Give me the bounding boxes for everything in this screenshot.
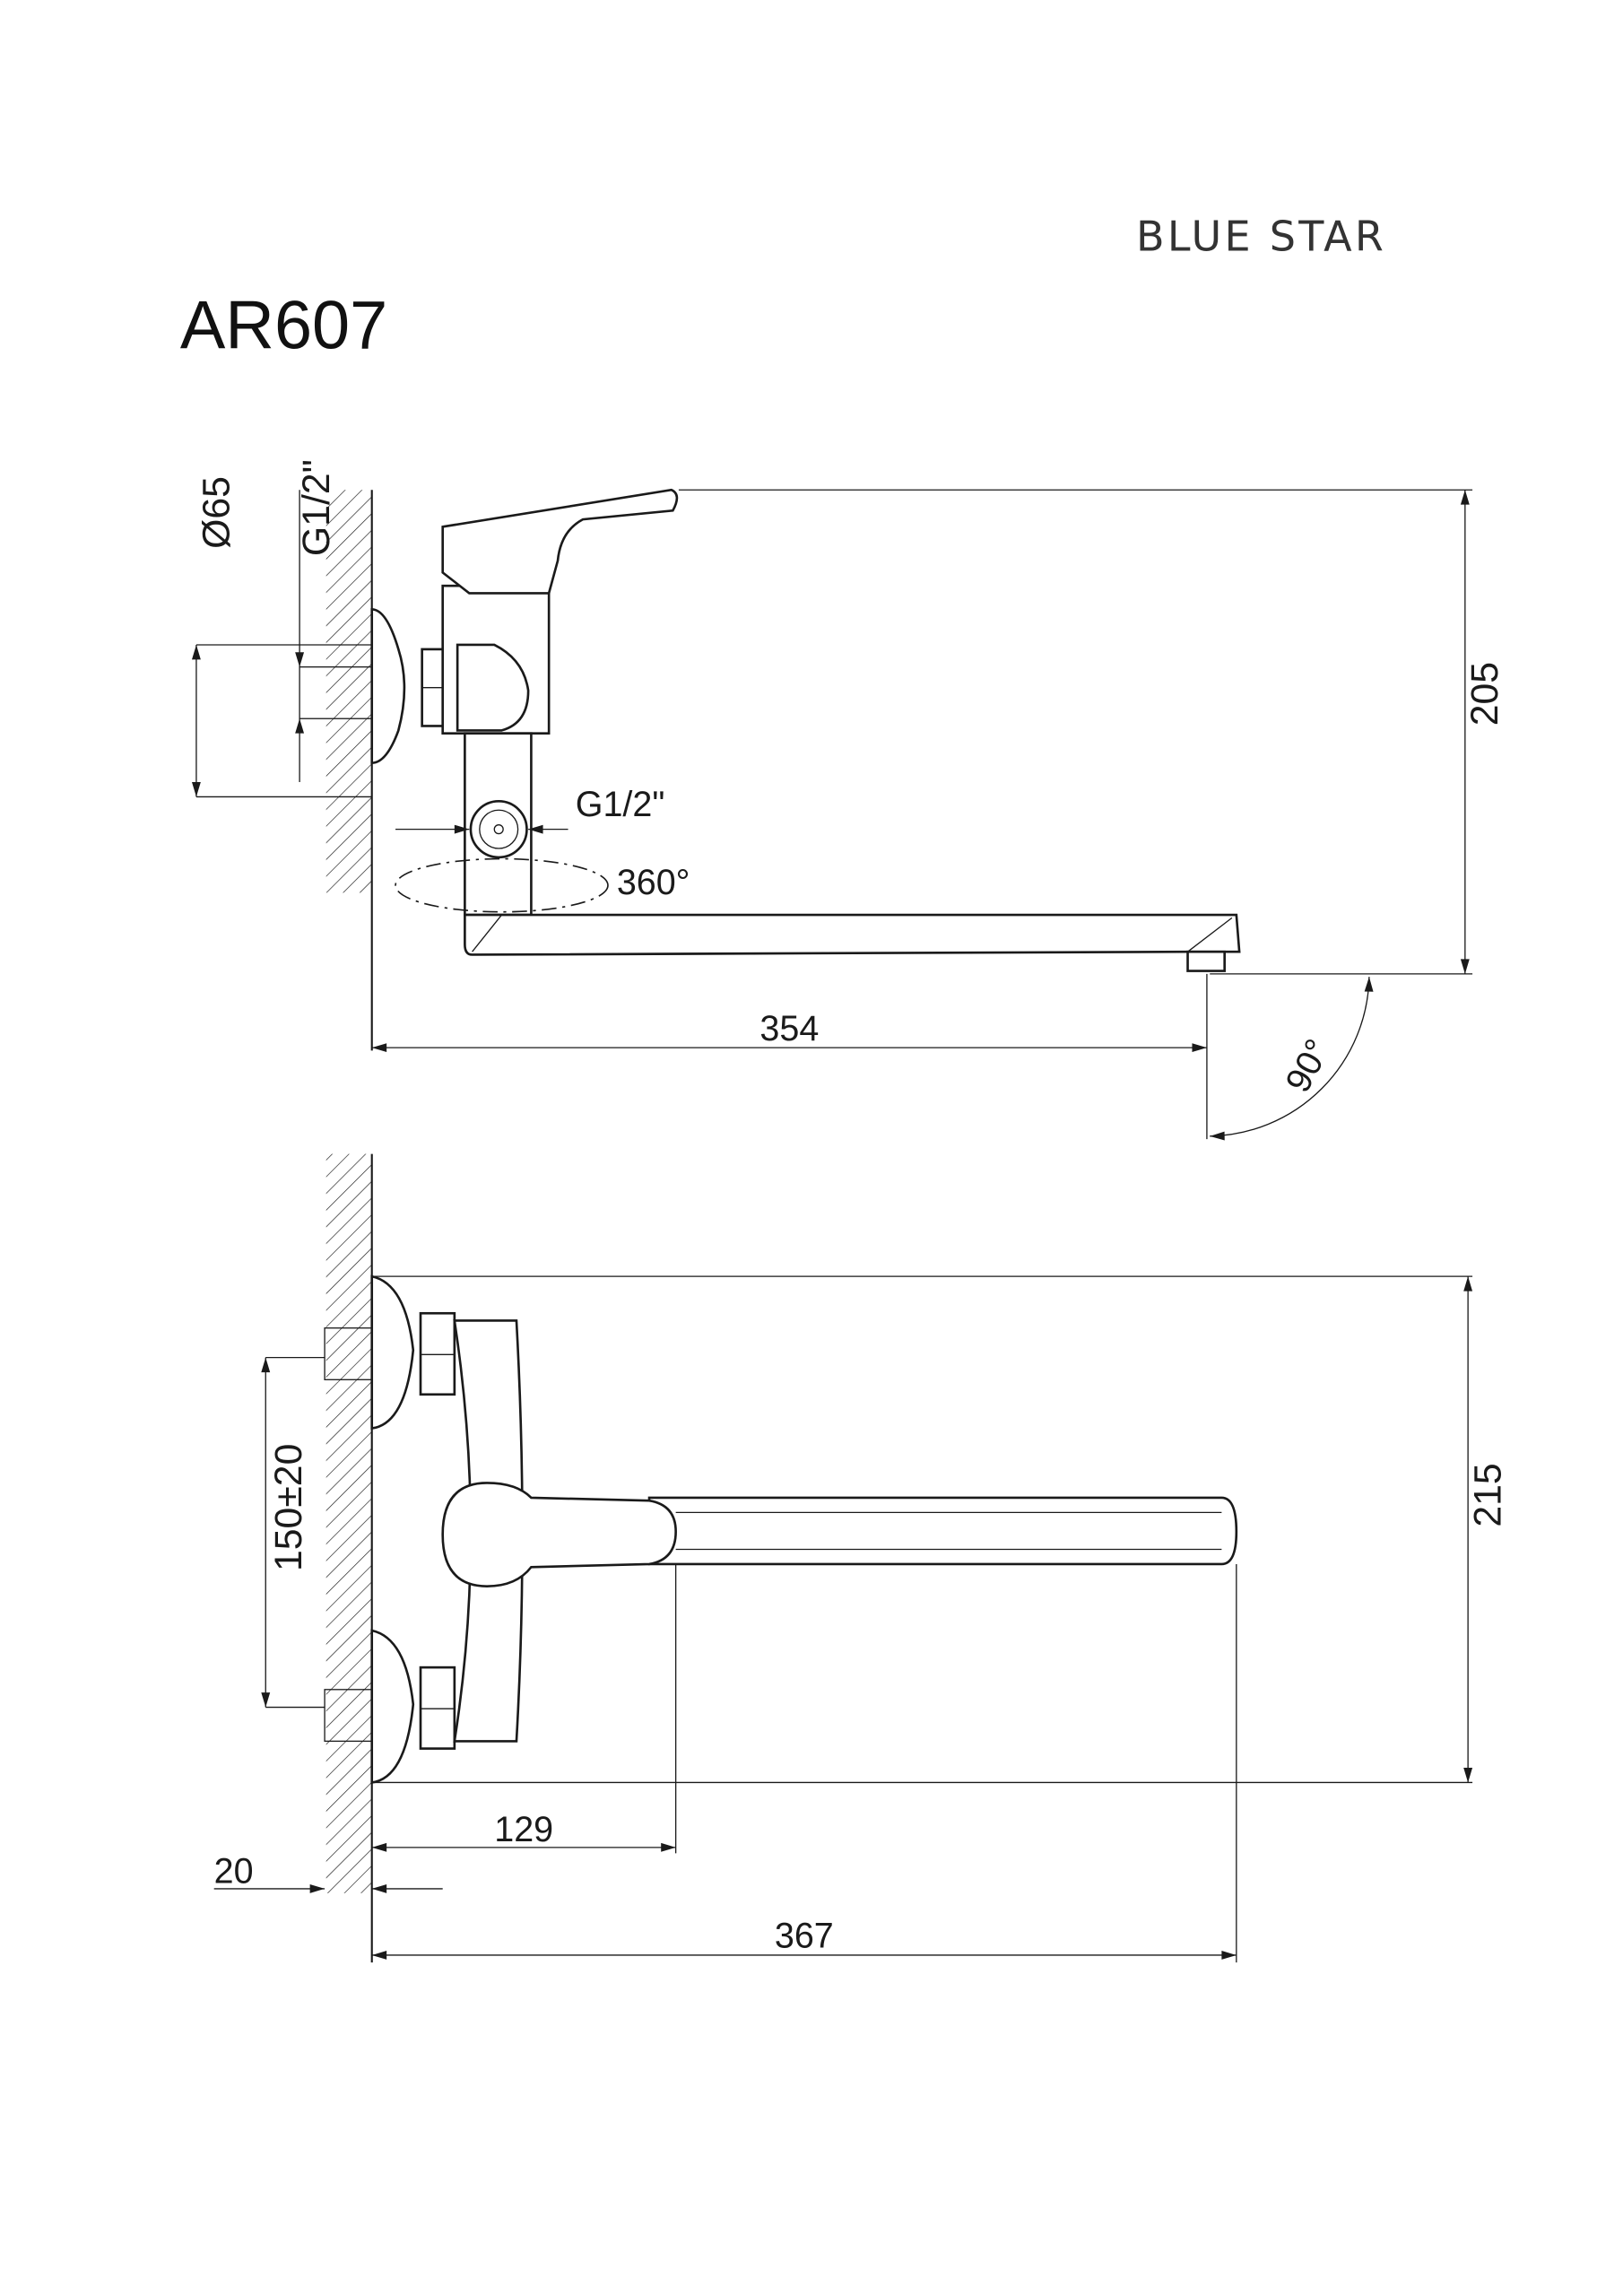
brand-logo: BLUE STAR <box>1136 213 1386 261</box>
lever-handle <box>441 488 679 595</box>
dim-inlet-thread: G1/2" <box>295 459 338 556</box>
front-view: 150±20 215 129 20 367 <box>214 1153 1509 1963</box>
dim-outlet-thread: G1/2" <box>576 785 665 824</box>
nut-bottom <box>419 1665 456 1750</box>
diverter <box>456 643 530 732</box>
lever-handle <box>441 1482 677 1587</box>
spout <box>464 913 1241 956</box>
wall-hatch <box>325 1153 372 1893</box>
nut-top <box>419 1311 456 1396</box>
escutcheon-bottom <box>370 1629 415 1784</box>
dim-handle-offset: 129 <box>494 1810 553 1849</box>
dim-reach-354: 354 <box>759 1009 819 1048</box>
model-number: AR607 <box>180 287 387 363</box>
spout <box>647 1496 1238 1566</box>
dim-swing-angle: 90° <box>1278 1033 1338 1099</box>
dim-height-215: 215 <box>1466 1463 1509 1526</box>
dim-rotation: 360° <box>617 863 690 902</box>
escutcheon <box>370 608 406 764</box>
wall-hatch <box>325 490 372 893</box>
dim-height-205: 205 <box>1463 662 1506 726</box>
aerator <box>1186 950 1226 972</box>
dim-total-reach: 367 <box>775 1917 834 1956</box>
top-view: Ø65 G1/2" G1/2" 360° 205 354 90° <box>191 459 1506 1141</box>
dim-wall-offset: 20 <box>214 1851 254 1891</box>
dim-flange-diameter: Ø65 <box>195 476 238 549</box>
escutcheon-top <box>370 1274 415 1431</box>
rotation-indicator <box>395 857 609 913</box>
dim-inlet-spacing: 150±20 <box>267 1444 310 1571</box>
